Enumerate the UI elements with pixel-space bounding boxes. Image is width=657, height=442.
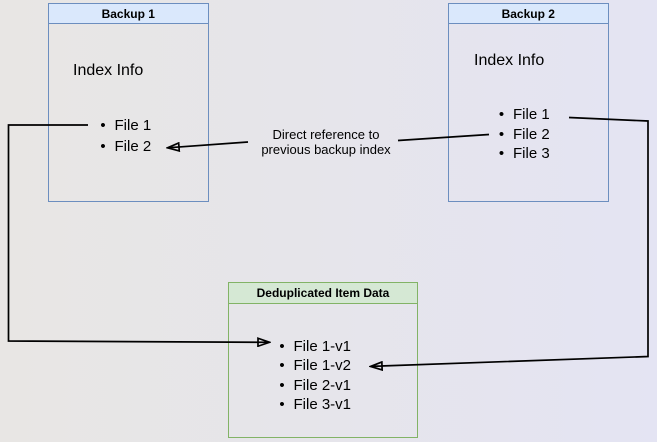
bullet-icon: • — [498, 106, 505, 124]
edge-label-line1: Direct reference to — [272, 126, 380, 142]
backup1-index-info-label: Index Info — [73, 61, 144, 79]
file-label: File 2-v1 — [293, 376, 352, 394]
bullet-icon: • — [279, 396, 285, 414]
file-label: File 1 — [114, 116, 152, 134]
file-label: File 3-v1 — [293, 396, 352, 414]
bullet-icon: • — [498, 145, 505, 163]
file-label: File 1-v1 — [293, 337, 352, 355]
backup2-file-list: • File 1 • File 2 • File 3 — [497, 105, 550, 164]
backup2-title: Backup 2 — [449, 4, 608, 24]
backup1-title: Backup 1 — [48, 4, 208, 24]
list-item: • File 1 — [497, 105, 550, 125]
backup2-index-info-label: Index Info — [474, 51, 545, 69]
dedup-file-list: • File 1-v1 • File 1-v2 • File 2-v1 • Fi… — [278, 337, 352, 415]
list-item: • File 3-v1 — [278, 395, 352, 415]
backup1-file-list: • File 1 • File 2 — [99, 115, 152, 157]
list-item: • File 2 — [99, 136, 152, 157]
bullet-icon: • — [100, 137, 106, 155]
edge-label-direct-reference: Direct reference to previous backup inde… — [261, 127, 390, 158]
list-item: • File 1-v2 — [278, 356, 352, 376]
file-label: File 2 — [114, 137, 152, 155]
bullet-icon: • — [279, 357, 285, 375]
backup1-box: Backup 1 — [47, 3, 209, 202]
file-label: File 1-v2 — [293, 357, 352, 375]
list-item: • File 1 — [99, 115, 152, 136]
bullet-icon: • — [279, 376, 285, 394]
file-label: File 3 — [513, 145, 550, 163]
bullet-icon: • — [100, 116, 106, 134]
list-item: • File 1-v1 — [278, 337, 352, 357]
file-label: File 1 — [513, 106, 550, 124]
bullet-icon: • — [279, 337, 285, 355]
dedup-box: Deduplicated Item Data — [228, 281, 418, 438]
list-item: • File 3 — [497, 144, 550, 164]
backup2-box: Backup 2 — [448, 3, 609, 202]
list-item: • File 2-v1 — [278, 376, 352, 396]
dedup-title: Deduplicated Item Data — [229, 282, 417, 304]
edge-label-line2: previous backup index — [261, 142, 391, 157]
list-item: • File 2 — [497, 125, 550, 145]
bullet-icon: • — [498, 125, 505, 143]
file-label: File 2 — [513, 125, 550, 143]
